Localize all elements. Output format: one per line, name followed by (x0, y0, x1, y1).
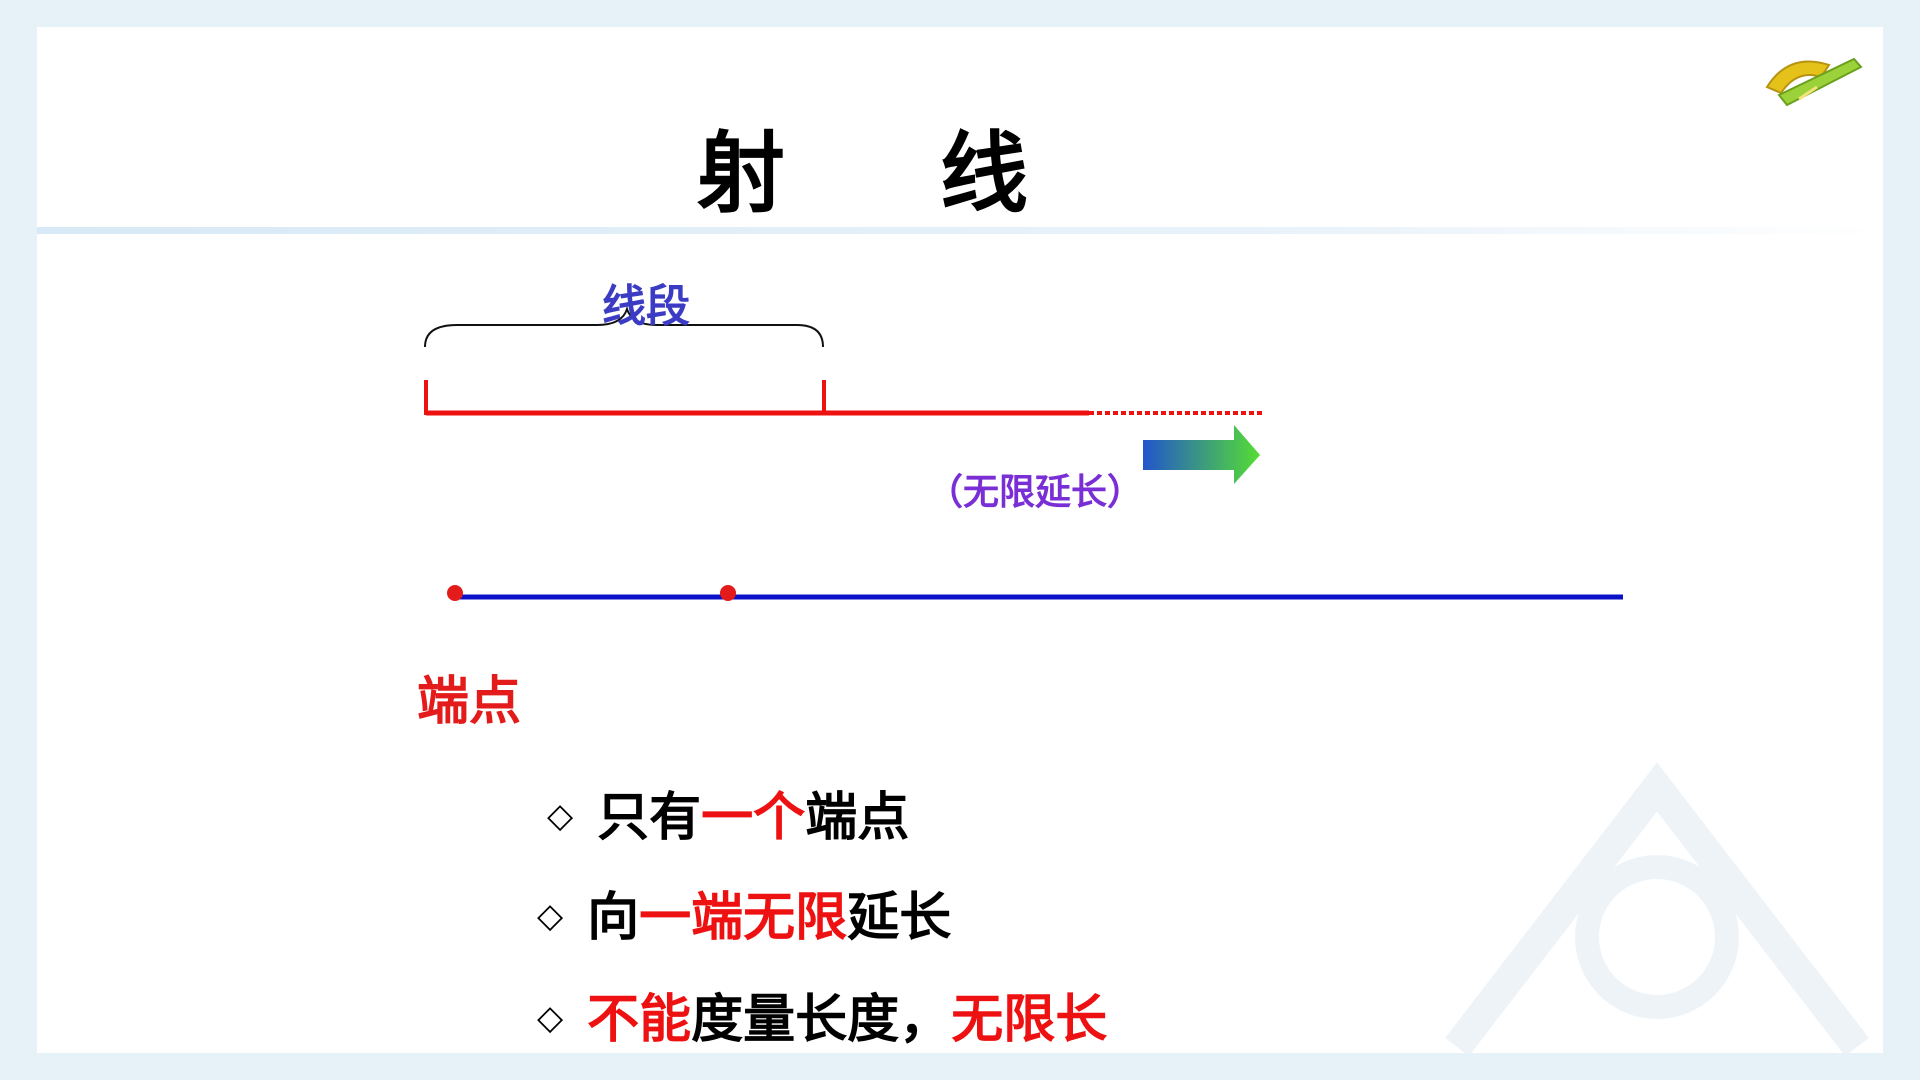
ruler-protractor-icon (1765, 57, 1863, 107)
ray-point-dot (720, 585, 736, 601)
diamond-bullet-icon: ◇ (537, 998, 564, 1038)
bullet-text-highlight: 无限长 (951, 990, 1108, 1050)
bullet-text-highlight: 不能 (587, 990, 692, 1050)
bullet-text-part: 度量长度， (691, 990, 952, 1050)
endpoint-label: 端点 (417, 672, 522, 732)
bullet-text-part: 端点 (805, 788, 910, 848)
header-divider (37, 227, 1883, 234)
header-band (37, 27, 1883, 227)
title-char-2: 线 (940, 122, 1029, 225)
infinite-extension-label: （无限延长） (927, 472, 1144, 513)
bullet-infinite-length: ◇ 不能度量长度，无限长 (537, 977, 1107, 1052)
bullet-text-highlight: 一个 (701, 788, 806, 848)
title-char-1: 射 (697, 122, 786, 225)
segment-label: 线段 (602, 281, 690, 332)
bullet-text-part: 向 (587, 888, 640, 948)
bullet-text-highlight: 一端无限 (639, 888, 848, 948)
ray-diagram (424, 305, 1623, 601)
segment-brace (424, 305, 824, 348)
diamond-bullet-icon: ◇ (537, 896, 564, 936)
extend-arrow-icon (1143, 425, 1260, 484)
endpoint-dot (447, 585, 463, 601)
diamond-bullet-icon: ◇ (547, 796, 574, 836)
page-title: 射 线 (37, 103, 1883, 225)
bullet-text-part: 延长 (847, 888, 952, 948)
slide: 射 线 线段 （无限延长） 端点 ◇只 (37, 27, 1883, 1053)
bullet-text-part: 只有 (597, 788, 702, 848)
publisher-watermark-icon (1445, 762, 1869, 1053)
bullet-one-endpoint: ◇ 只有一个端点 (547, 775, 909, 850)
bullet-extends-one-way: ◇ 向一端无限延长 (537, 875, 951, 950)
